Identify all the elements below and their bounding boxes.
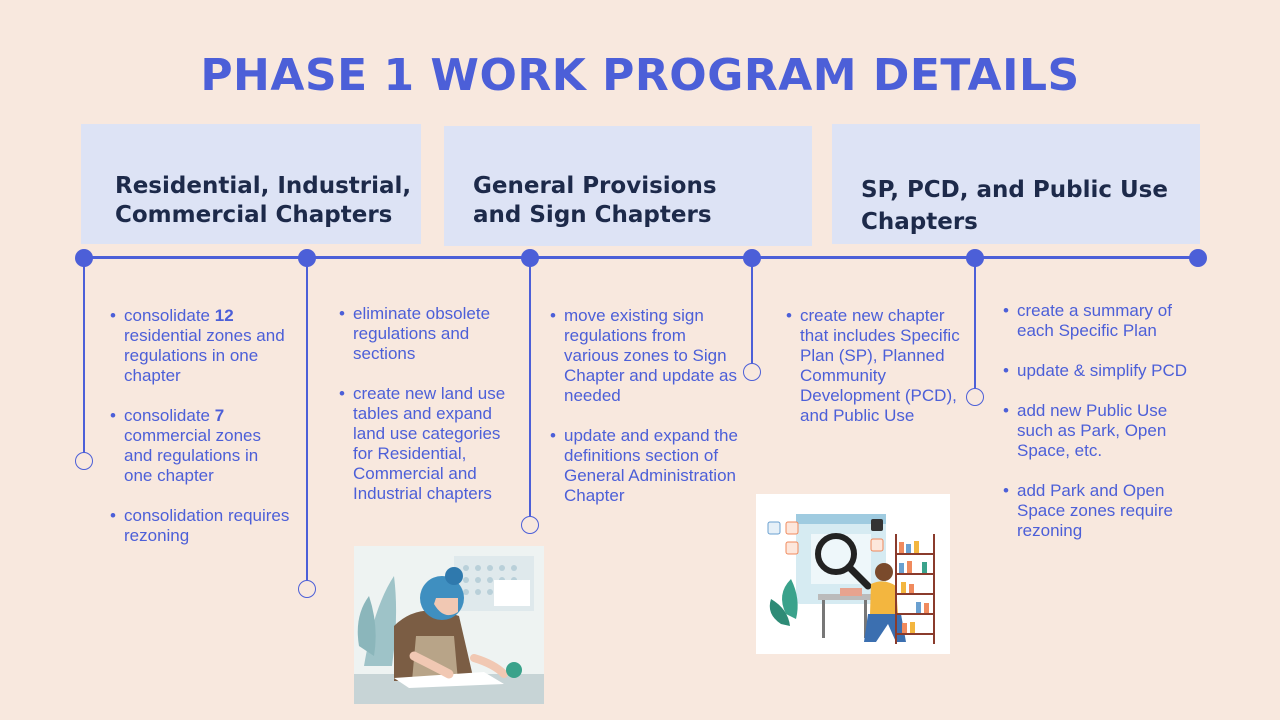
timeline-end-circle — [521, 516, 539, 534]
timeline-stem — [751, 258, 753, 363]
timeline-stem — [974, 258, 976, 388]
bullet-column-4: create new chapter that includes Specifi… — [786, 306, 966, 446]
header-box-general: General Provisions and Sign Chapters — [444, 126, 812, 246]
bullet-item: create new chapter that includes Specifi… — [786, 306, 966, 426]
page-title: PHASE 1 WORK PROGRAM DETAILS — [200, 50, 1080, 101]
timeline-end-circle — [966, 388, 984, 406]
header-box-residential: Residential, Industrial, Commercial Chap… — [81, 124, 421, 244]
bullet-item: update and expand the definitions sectio… — [550, 426, 740, 506]
person-with-magnifying-glass-illustration — [756, 494, 950, 654]
timeline-end-circle — [75, 452, 93, 470]
header-sp-pcd: SP, PCD, and Public Use Chapters — [861, 177, 1168, 235]
bullet-column-5: create a summary of each Specific Plan u… — [1003, 301, 1198, 561]
bullet-item: consolidate 12 residential zones and reg… — [110, 306, 290, 386]
bullet-column-2: eliminate obsolete regulations and secti… — [339, 304, 519, 524]
header-box-sp-pcd: SP, PCD, and Public Use Chapters — [832, 124, 1200, 244]
timeline-end-circle — [743, 363, 761, 381]
bullet-column-3: move existing sign regulations from vari… — [550, 306, 740, 526]
timeline-dot — [1189, 249, 1207, 267]
timeline-end-circle — [298, 580, 316, 598]
bullet-item: move existing sign regulations from vari… — [550, 306, 740, 406]
timeline-stem — [83, 258, 85, 453]
timeline-stem — [306, 258, 308, 580]
bullet-item: update & simplify PCD — [1003, 361, 1198, 381]
header-residential: Residential, Industrial, Commercial Chap… — [115, 173, 412, 228]
bullet-item: eliminate obsolete regulations and secti… — [339, 304, 519, 364]
person-writing-illustration — [354, 546, 544, 704]
bullet-item: consolidation requires rezoning — [110, 506, 290, 546]
bullet-item: add Park and Open Space zones require re… — [1003, 481, 1198, 541]
bullet-item: consolidate 7 commercial zones and regul… — [110, 406, 290, 486]
bullet-column-1: consolidate 12 residential zones and reg… — [110, 306, 290, 566]
timeline-stem — [529, 258, 531, 516]
bullet-item: add new Public Use such as Park, Open Sp… — [1003, 401, 1198, 461]
bullet-item: create a summary of each Specific Plan — [1003, 301, 1198, 341]
timeline-line — [84, 256, 1199, 259]
bullet-item: create new land use tables and expand la… — [339, 384, 519, 504]
header-general: General Provisions and Sign Chapters — [473, 173, 717, 228]
